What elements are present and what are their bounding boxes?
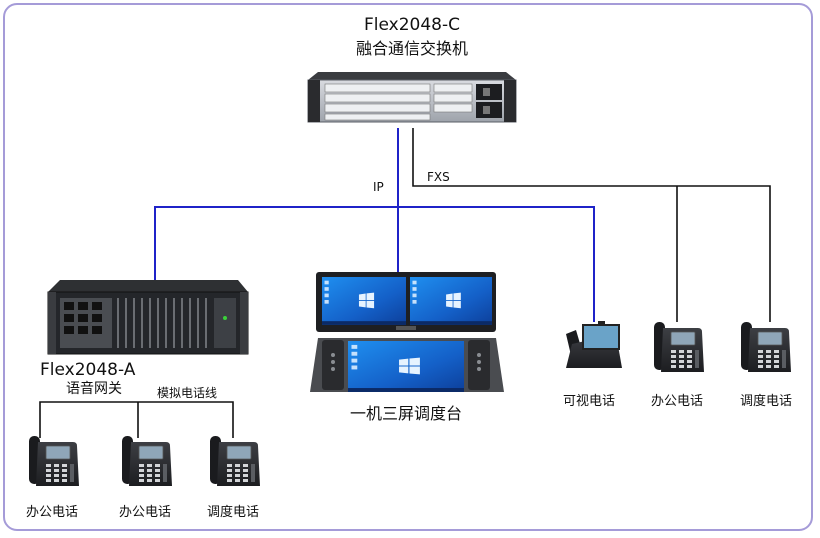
fxs-links <box>412 128 771 322</box>
console-name-label: 一机三屏调度台 <box>350 404 462 423</box>
video-phone-label: 可视电话 <box>563 394 615 409</box>
diagram-frame <box>3 3 813 531</box>
office-phone-left-2-label: 办公电话 <box>119 505 171 520</box>
gateway-model-label: Flex2048-A <box>40 360 136 380</box>
ip-links <box>154 128 595 322</box>
dispatch-phone-left-device <box>209 435 261 487</box>
dispatch-console-device <box>310 272 504 392</box>
office-phone-right-device <box>653 321 705 373</box>
core-model-label: Flex2048-C <box>364 15 460 35</box>
video-phone-device <box>566 321 622 368</box>
core-switch-device <box>307 72 517 123</box>
dispatch-phone-right-device <box>740 321 792 373</box>
office-phone-left-2-device <box>121 435 173 487</box>
gateway-name-label: 语音网关 <box>66 380 122 397</box>
ip-link-label: IP <box>373 180 384 194</box>
core-name-label: 融合通信交换机 <box>356 39 468 58</box>
office-phone-right-label: 办公电话 <box>651 394 703 409</box>
voice-gateway-device <box>47 280 249 355</box>
fxs-link-label: FXS <box>427 170 450 184</box>
analog-links <box>39 401 234 438</box>
office-phone-left-1-device <box>28 435 80 487</box>
dispatch-phone-left-label: 调度电话 <box>207 504 259 520</box>
office-phone-left-1-label: 办公电话 <box>26 505 78 520</box>
analog-line-label: 模拟电话线 <box>157 386 217 400</box>
dispatch-phone-right-label: 调度电话 <box>740 393 792 409</box>
